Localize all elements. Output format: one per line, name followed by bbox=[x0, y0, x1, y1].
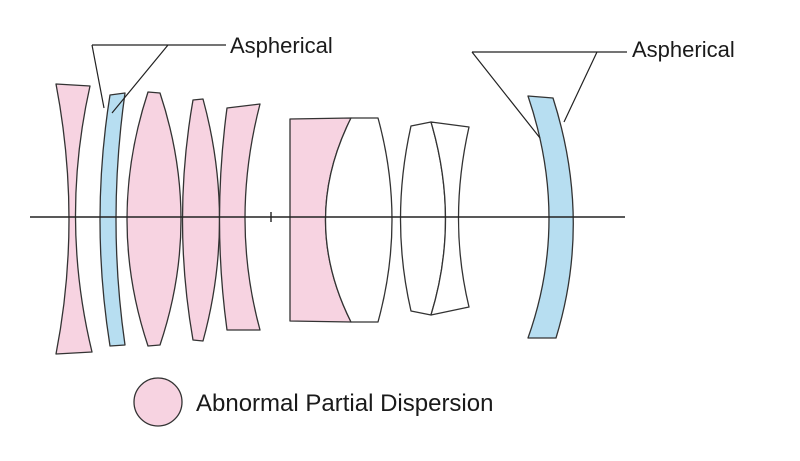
legend-label: Abnormal Partial Dispersion bbox=[196, 390, 493, 417]
lens-element-1 bbox=[55, 83, 93, 355]
aspherical-label-left: Aspherical bbox=[230, 33, 333, 58]
callout-pointer-left bbox=[91, 44, 226, 114]
legend-swatch-pink bbox=[133, 377, 183, 427]
lens-element-7b bbox=[430, 121, 470, 316]
lens-element-3 bbox=[126, 91, 182, 347]
aspherical-label-right: Aspherical bbox=[632, 37, 735, 62]
callout-pointer-right bbox=[471, 51, 627, 139]
lens-element-2-aspherical bbox=[99, 92, 126, 347]
lens-element-6b bbox=[324, 117, 393, 323]
lens-element-4 bbox=[181, 98, 221, 342]
